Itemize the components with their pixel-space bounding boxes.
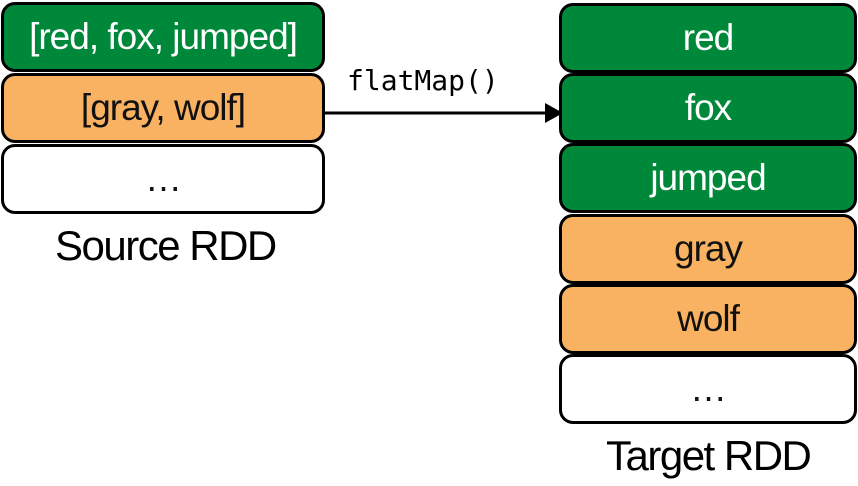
target-cell-fox: fox (559, 73, 857, 143)
source-cell-gray-wolf: [gray, wolf] (1, 73, 325, 143)
target-cell-label: gray (674, 228, 743, 269)
target-cell-wolf: wolf (559, 284, 857, 354)
source-cell-ellipsis: … (1, 144, 325, 214)
target-cell-red: red (559, 3, 857, 73)
flatmap-label: flatMap() (347, 64, 499, 97)
target-cell-label: … (690, 368, 727, 409)
source-cell-label: … (145, 158, 182, 199)
source-rdd-caption: Source RDD (55, 222, 277, 269)
target-cell-ellipsis: … (559, 354, 857, 424)
source-cell-red-fox-jumped: [red, fox, jumped] (1, 2, 325, 72)
target-cell-gray: gray (559, 214, 857, 284)
source-cell-label: [red, fox, jumped] (29, 16, 298, 57)
target-rdd-caption: Target RDD (606, 432, 812, 479)
target-cell-label: jumped (650, 157, 766, 198)
source-cell-label: [gray, wolf] (80, 87, 246, 128)
right-arrow-icon (323, 103, 563, 123)
target-cell-jumped: jumped (559, 143, 857, 213)
target-cell-label: wolf (677, 298, 740, 339)
target-cell-label: fox (684, 87, 732, 128)
target-cell-label: red (682, 17, 734, 58)
